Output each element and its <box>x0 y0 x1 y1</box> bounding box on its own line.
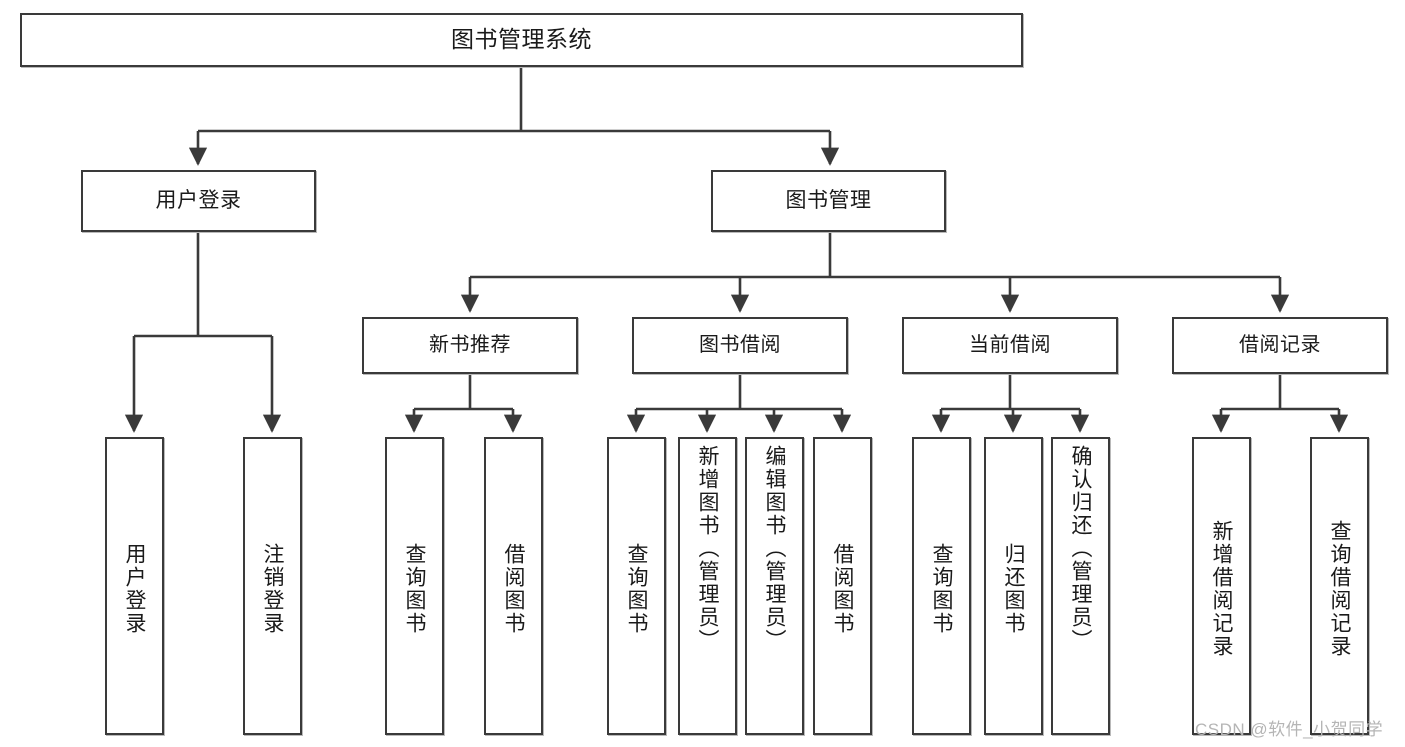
node-root[interactable]: 图书管理系统 <box>20 13 1023 67</box>
node-book-borrow[interactable]: 图书借阅 <box>632 317 848 374</box>
node-leaf-edit-book[interactable]: 编辑图书（管理员） <box>745 437 804 735</box>
node-borrow-record[interactable]: 借阅记录 <box>1172 317 1388 374</box>
watermark-text: CSDN @软件_小贺同学 <box>1195 720 1384 739</box>
node-book-manage-label: 图书管理 <box>785 189 872 213</box>
node-leaf-user-login[interactable]: 用户登录 <box>105 437 164 735</box>
node-leaf-borrow-book-1[interactable]: 借阅图书 <box>484 437 543 735</box>
node-leaf-query-book-1[interactable]: 查询图书 <box>385 437 444 735</box>
node-leaf-borrow-book-1-label: 借阅图书 <box>502 543 525 635</box>
node-root-label: 图书管理系统 <box>451 26 592 53</box>
node-leaf-add-book[interactable]: 新增图书（管理员） <box>678 437 737 735</box>
node-leaf-edit-book-label: 编辑图书（管理员） <box>763 445 786 652</box>
node-current-borrow-label: 当前借阅 <box>969 334 1051 357</box>
node-new-book-rec-label: 新书推荐 <box>429 334 511 357</box>
node-current-borrow[interactable]: 当前借阅 <box>902 317 1118 374</box>
node-new-book-rec[interactable]: 新书推荐 <box>362 317 578 374</box>
node-leaf-borrow-book-2[interactable]: 借阅图书 <box>813 437 872 735</box>
node-leaf-query-book-1-label: 查询图书 <box>403 543 426 635</box>
node-leaf-add-record[interactable]: 新增借阅记录 <box>1192 437 1251 735</box>
node-leaf-logout[interactable]: 注销登录 <box>243 437 302 735</box>
node-user-login-label: 用户登录 <box>155 189 242 213</box>
node-borrow-record-label: 借阅记录 <box>1239 334 1321 357</box>
node-leaf-query-book-3[interactable]: 查询图书 <box>912 437 971 735</box>
node-book-borrow-label: 图书借阅 <box>699 334 781 357</box>
node-user-login[interactable]: 用户登录 <box>81 170 316 232</box>
node-leaf-add-record-label: 新增借阅记录 <box>1210 520 1233 658</box>
node-leaf-confirm-return[interactable]: 确认归还（管理员） <box>1051 437 1110 735</box>
node-leaf-logout-label: 注销登录 <box>261 543 284 635</box>
node-leaf-return-book[interactable]: 归还图书 <box>984 437 1043 735</box>
node-leaf-borrow-book-2-label: 借阅图书 <box>831 543 854 635</box>
node-leaf-query-record[interactable]: 查询借阅记录 <box>1310 437 1369 735</box>
node-leaf-query-book-3-label: 查询图书 <box>930 543 953 635</box>
node-leaf-user-login-label: 用户登录 <box>123 543 146 635</box>
node-leaf-return-book-label: 归还图书 <box>1002 543 1025 635</box>
node-leaf-confirm-return-label: 确认归还（管理员） <box>1069 445 1092 652</box>
node-leaf-query-record-label: 查询借阅记录 <box>1328 520 1351 658</box>
node-book-manage[interactable]: 图书管理 <box>711 170 946 232</box>
node-leaf-query-book-2-label: 查询图书 <box>625 543 648 635</box>
node-leaf-query-book-2[interactable]: 查询图书 <box>607 437 666 735</box>
node-leaf-add-book-label: 新增图书（管理员） <box>696 445 719 652</box>
